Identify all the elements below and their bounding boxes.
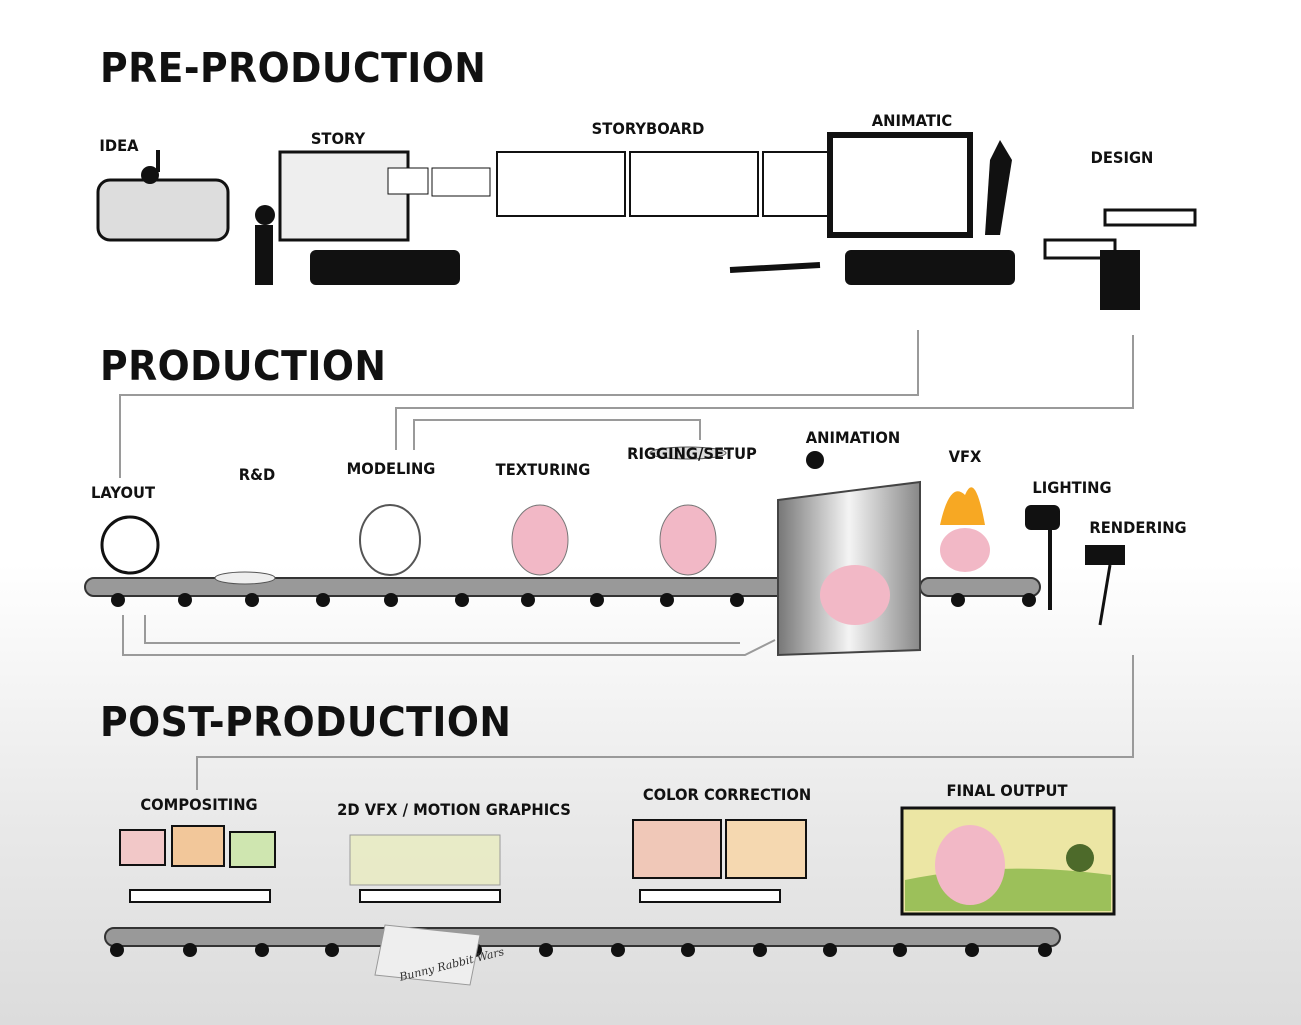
stage-compositing: COMPOSITING: [140, 795, 258, 814]
storyboard-frames: [496, 151, 832, 217]
stage-storyboard: STORYBOARD: [591, 119, 705, 138]
stage-2d-vfx-motion-graphics: 2D VFX / MOTION GRAPHICS: [337, 800, 571, 819]
lighting-rendering-gear: [1025, 505, 1125, 626]
section-title-post-production: POST-PRODUCTION: [100, 698, 512, 746]
section-title-production: PRODUCTION: [100, 342, 387, 390]
stage-texturing: TEXTURING: [495, 460, 591, 479]
stage-story: STORY: [310, 129, 366, 148]
production-models: [100, 446, 990, 585]
animatic-screen: [827, 132, 1012, 238]
stage-design: DESIGN: [1090, 148, 1154, 167]
final-output-frame: [900, 806, 1116, 916]
stage-color-correction: COLOR CORRECTION: [642, 785, 812, 804]
stage-idea: IDEA: [99, 136, 139, 155]
stage-modeling: MODELING: [346, 459, 436, 478]
audience-silhouettes: [255, 205, 1015, 285]
stage-final-output: FINAL OUTPUT: [946, 781, 1068, 800]
post-conveyor-belt: [104, 927, 1061, 957]
stage-lighting: LIGHTING: [1032, 478, 1112, 497]
stage-vfx: VFX: [948, 447, 982, 466]
stage-rendering: RENDERING: [1089, 518, 1187, 537]
design-desks: [1043, 208, 1197, 310]
post-workstations: [119, 819, 807, 986]
stage-rigging-setup: RIGGING/SETUP: [627, 444, 757, 463]
stage-layout: LAYOUT: [90, 483, 156, 502]
stage-r-and-d: R&D: [238, 465, 276, 484]
stage-animatic: ANIMATIC: [871, 111, 953, 130]
stage-animation: ANIMATION: [805, 428, 901, 447]
idea-bed-illustration: [96, 150, 230, 242]
animation-panel: [777, 451, 921, 657]
connector-lines: [119, 330, 1134, 790]
story-board-wall: [278, 150, 491, 242]
section-title-pre-production: PRE-PRODUCTION: [100, 44, 487, 92]
